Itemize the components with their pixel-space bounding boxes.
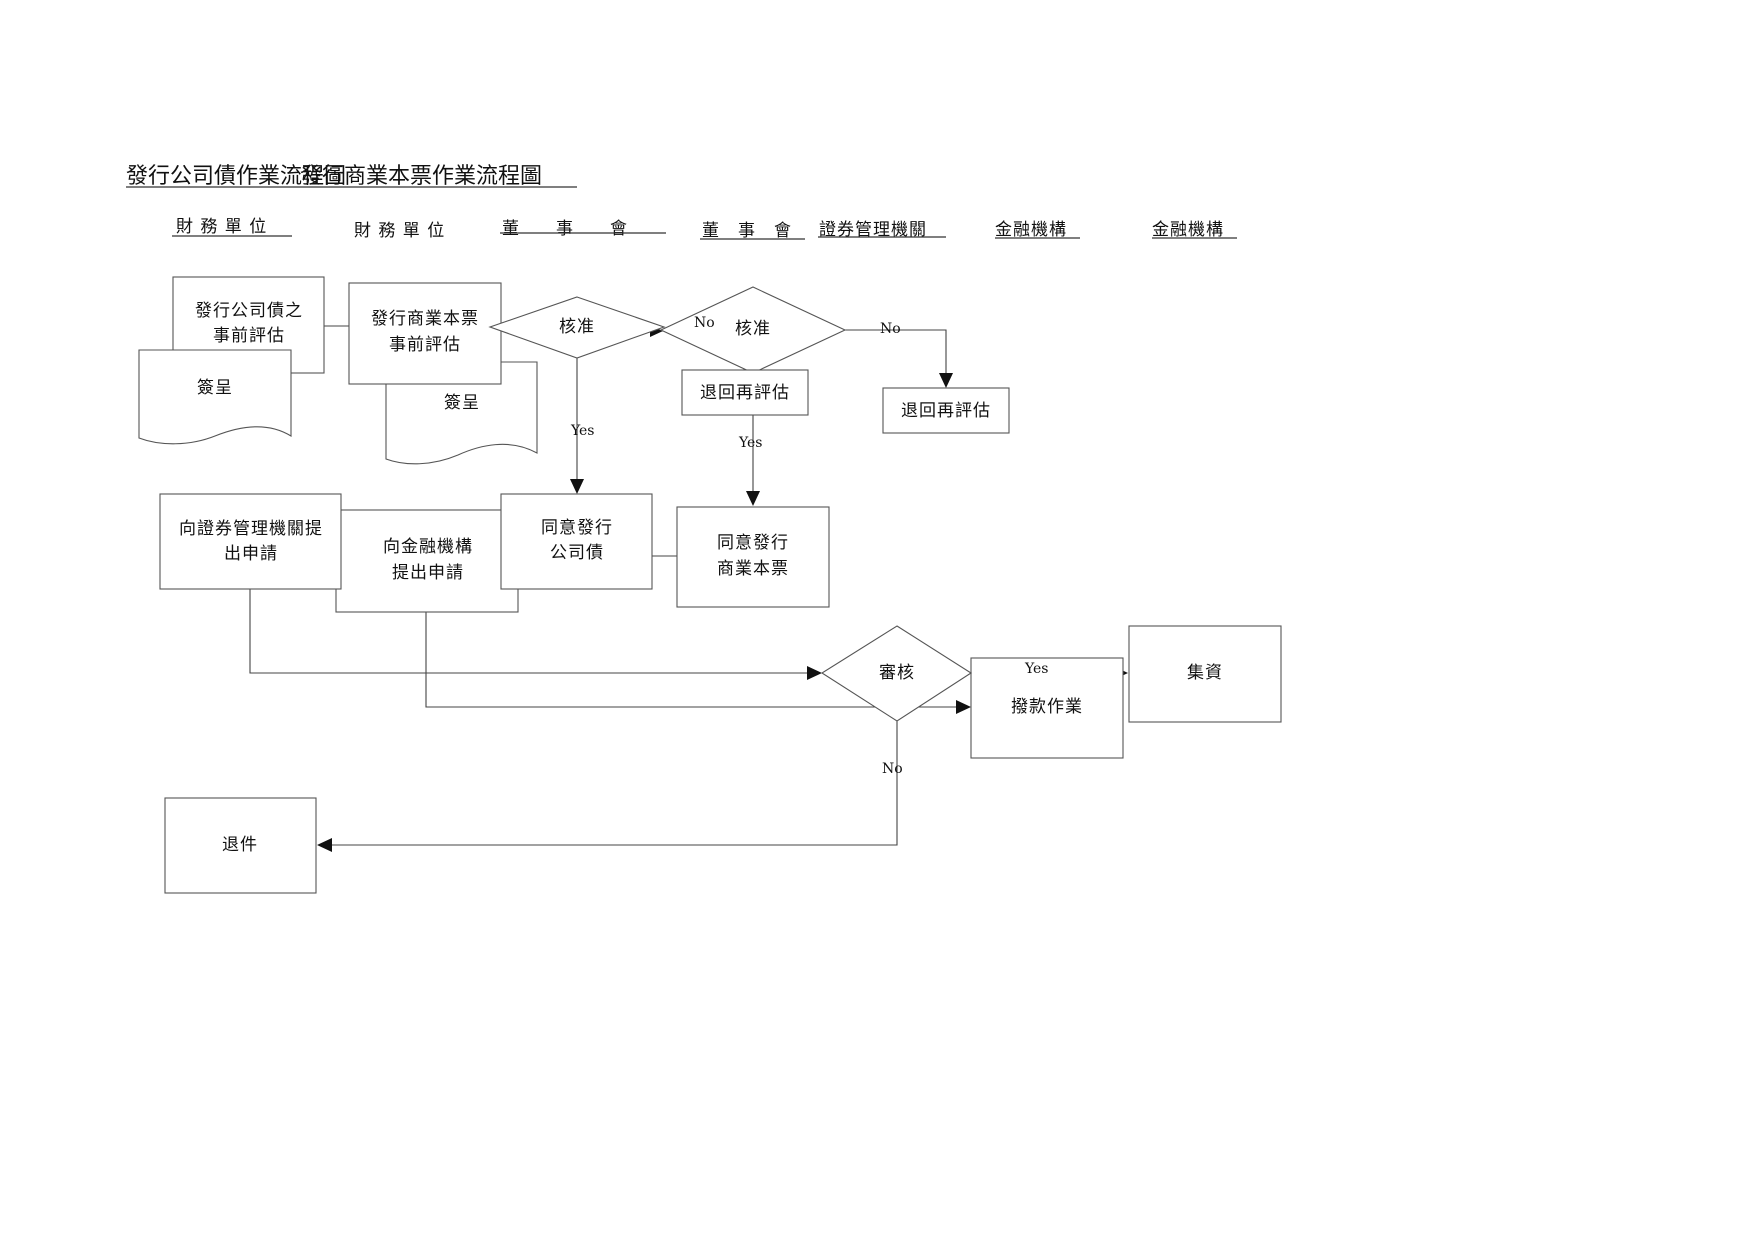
node-apply-financial-line1: 向金融機構	[383, 537, 473, 557]
node-disburse	[970, 657, 1124, 759]
node-disburse-label: 撥款作業	[1011, 697, 1083, 717]
column-header-board-2: 董 事 會	[702, 221, 792, 241]
node-apply-securities-line2: 出申請	[224, 544, 278, 564]
title-bond: 發行公司債作業流程圖	[126, 164, 346, 189]
node-approve-1-label: 核准	[559, 317, 595, 337]
node-review	[820, 625, 973, 722]
edge-label-yes-3: Yes	[1024, 661, 1049, 677]
edge-label-yes-2: Yes	[738, 435, 763, 451]
node-cp-pre-eval-line1: 發行商業本票	[371, 309, 479, 329]
edge-apply-sec-to-review	[249, 589, 813, 674]
edge-label-no-2: No	[880, 321, 901, 337]
node-apply-securities-line1: 向證券管理機關提	[179, 519, 323, 539]
title-cp: 發行商業本票作業流程圖	[300, 164, 542, 189]
edge-review-no	[327, 721, 898, 846]
node-apply-financial	[335, 509, 519, 613]
node-fund	[1128, 625, 1282, 723]
node-reject	[164, 797, 317, 894]
node-return-2	[882, 387, 1010, 434]
arrowhead	[746, 491, 760, 506]
arrowhead	[939, 373, 953, 388]
node-return-1-label: 退回再評估	[700, 383, 790, 403]
column-header-board-1: 董 事 會	[502, 219, 628, 239]
node-cp-memo	[385, 361, 538, 465]
arrowhead	[807, 666, 822, 680]
node-bond-pre-eval-line2: 事前評估	[213, 326, 285, 346]
node-cp-pre-eval-line2: 事前評估	[389, 335, 461, 355]
column-header-finance-1: 財 務 單 位	[176, 217, 267, 237]
node-bond-memo-label: 簽呈	[197, 378, 233, 398]
column-header-securities-authority: 證券管理機關	[819, 220, 927, 240]
edge-label-no-3: No	[882, 761, 903, 777]
node-return-2-label: 退回再評估	[901, 401, 991, 421]
column-header-financial-institution-1: 金融機構	[995, 220, 1067, 240]
node-cp-pre-eval	[348, 282, 502, 385]
node-agree-bond-line1: 同意發行	[541, 518, 613, 538]
node-bond-pre-eval-line1: 發行公司債之	[195, 301, 303, 321]
arrowhead	[956, 700, 971, 714]
node-review-label: 審核	[879, 663, 915, 683]
node-cp-memo-label: 簽呈	[444, 393, 480, 413]
column-header-finance-2: 財 務 單 位	[354, 221, 445, 241]
node-approve-1	[488, 296, 666, 359]
node-apply-securities	[159, 493, 342, 590]
edge-label-yes-1: Yes	[570, 423, 595, 439]
node-reject-label: 退件	[222, 835, 258, 855]
node-approve-2-label: 核准	[735, 319, 771, 339]
node-agree-bond-line2: 公司債	[550, 543, 604, 563]
node-agree-bond	[500, 493, 653, 590]
node-agree-cp-line2: 商業本票	[717, 559, 789, 579]
node-agree-cp	[676, 506, 830, 608]
arrowhead	[570, 479, 584, 494]
arrowhead	[317, 838, 332, 852]
node-return-1	[681, 369, 809, 416]
edge-label-no-1: No	[694, 315, 715, 331]
edge-approve2-no	[845, 329, 947, 380]
node-fund-label: 集資	[1187, 663, 1223, 683]
node-bond-memo	[138, 349, 292, 445]
node-apply-financial-line2: 提出申請	[392, 563, 464, 583]
node-agree-cp-line1: 同意發行	[717, 533, 789, 553]
edge-apply-fin-to-disburse	[425, 612, 962, 708]
column-header-financial-institution-2: 金融機構	[1152, 220, 1224, 240]
